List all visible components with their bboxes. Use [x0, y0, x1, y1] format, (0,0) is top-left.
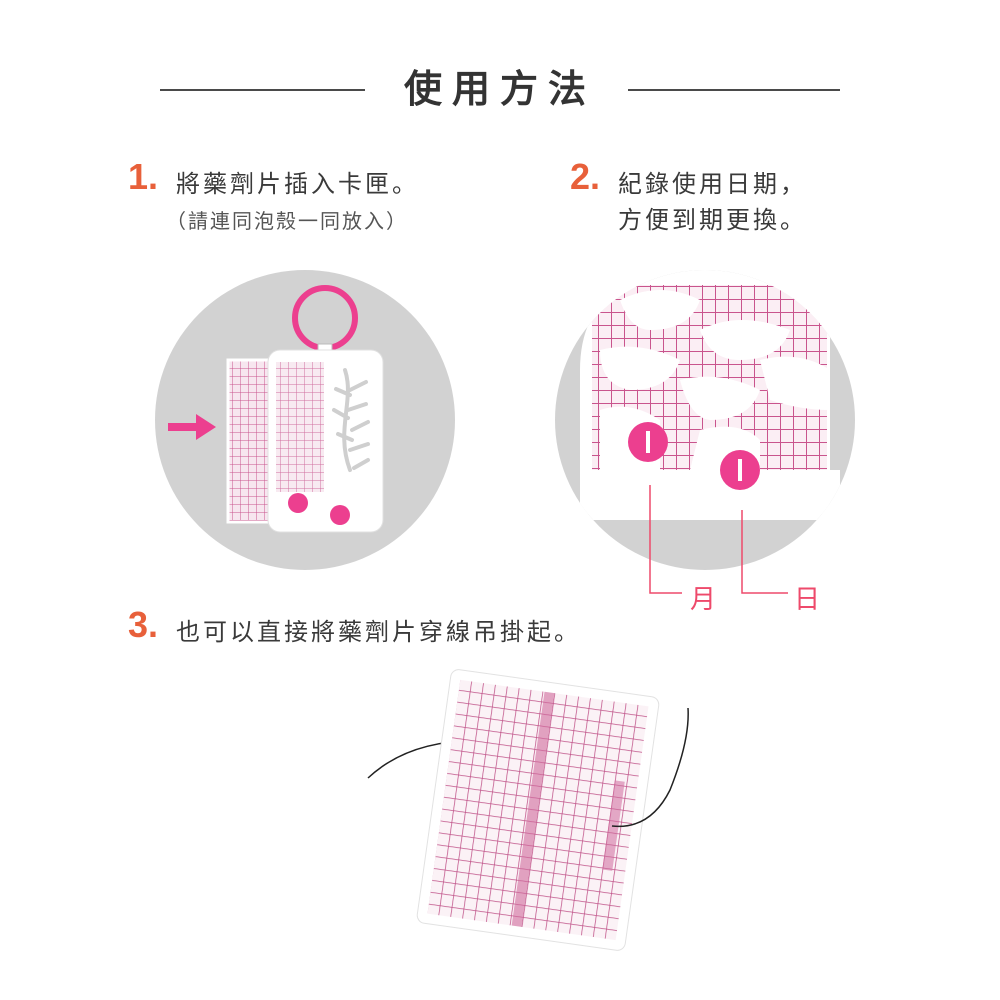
step-1-number: 1. [128, 156, 159, 197]
month-leader-line [649, 485, 682, 594]
step-2-number: 2. [570, 156, 601, 197]
keyring-icon [292, 285, 358, 351]
background-circle-1 [155, 270, 455, 570]
zoomed-card [580, 270, 830, 520]
hanging-thread-right [611, 707, 689, 828]
arrow-right-icon [168, 414, 216, 440]
step-2-line-1: 紀錄使用日期， [618, 170, 807, 198]
month-label: 月 [690, 585, 717, 615]
cartridge-card [267, 349, 384, 533]
zoom-dial-month [628, 422, 668, 462]
page-title: 使用方法 [403, 67, 596, 111]
step-3-text: 也可以直接將藥劑片穿線吊掛起。 [176, 618, 581, 646]
drug-sheet [226, 358, 300, 524]
zoom-dial-day [720, 450, 760, 490]
day-label: 日 [794, 585, 821, 615]
hanging-thread-left [367, 739, 561, 779]
day-leader-line [741, 510, 788, 594]
date-dial-day [330, 505, 350, 525]
title-rule-left [160, 89, 365, 91]
step-3-number: 3. [128, 604, 159, 645]
step-1-text: 將藥劑片插入卡匣。 [176, 170, 419, 198]
step-1-note: （請連同泡殼一同放入） [166, 209, 408, 233]
background-circle-2 [555, 270, 855, 570]
hanging-drug-sheet [416, 669, 660, 951]
date-dial-month [288, 493, 308, 513]
step-2-line-2: 方便到期更換。 [618, 206, 807, 234]
title-rule-right [628, 89, 840, 91]
